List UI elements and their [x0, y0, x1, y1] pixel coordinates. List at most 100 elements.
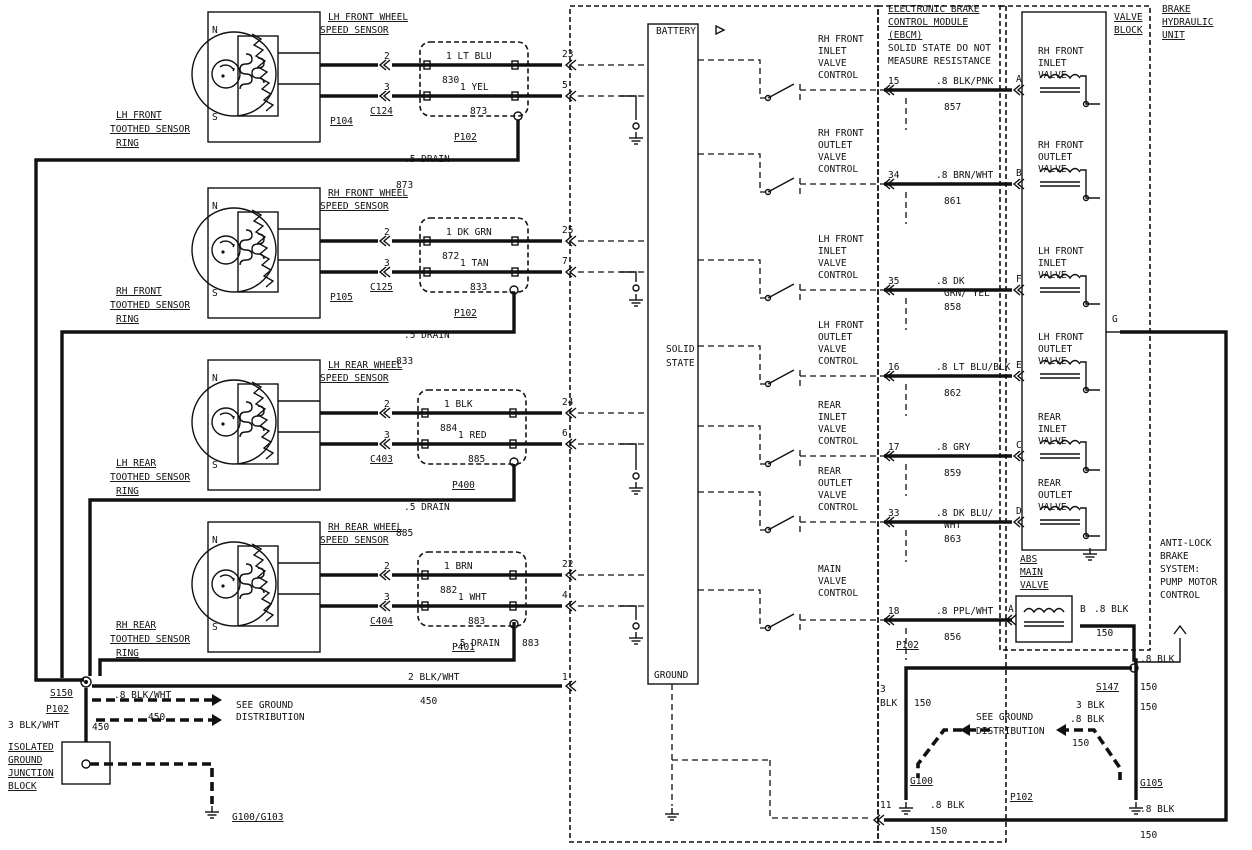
splice-s147	[1129, 663, 1139, 673]
valve-control-label: REAR	[818, 466, 841, 477]
hyd-g-label: G	[1112, 314, 1118, 325]
valve-wire-color: .8 DK	[936, 276, 965, 287]
valve-block-label: RH FRONT	[1038, 46, 1084, 57]
circuit-150b-label: 150	[1140, 702, 1157, 713]
ebcm-title: (EBCM)	[888, 30, 922, 41]
isolated-ground-label: JUNCTION	[8, 768, 54, 779]
pump-motor-label: ANTI-LOCK	[1160, 538, 1212, 549]
isolated-ground-label: GROUND	[8, 755, 43, 766]
pump-motor-label: SYSTEM:	[1160, 564, 1200, 575]
ebcm-pin-2: 7	[562, 256, 568, 267]
valve-block-letter: A	[1008, 604, 1014, 615]
valve-wire-color: .8 BLK/PNK	[936, 76, 993, 87]
blk-3-label: 3 BLK	[1076, 700, 1105, 711]
drain-circuit: 873	[396, 180, 413, 191]
valve-block-letter: D	[1016, 506, 1022, 517]
circuit-450b-label: 450	[92, 722, 109, 733]
valve-control-label: RH FRONT	[818, 128, 864, 139]
pin-s-label: S	[212, 288, 218, 299]
pump-motor-label: PUMP MOTOR	[1160, 577, 1217, 588]
valve-wire-color: .8 BRN/WHT	[936, 170, 993, 181]
circuit-2: 883	[468, 616, 485, 627]
circuit-2: 885	[468, 454, 485, 465]
ring-label-1: LH FRONT	[116, 110, 162, 121]
valve-block-letter: A	[1016, 74, 1022, 85]
pconn-label: P104	[330, 116, 353, 127]
pin-n-label: N	[212, 535, 218, 546]
ebcm-pin-2: 4	[562, 590, 568, 601]
p102-label: P102	[46, 704, 69, 715]
pump-motor-label: CONTROL	[1160, 590, 1200, 601]
pin-s-label: S	[212, 622, 218, 633]
ebcm-valve-pin: 18	[888, 606, 900, 617]
pin-3-label: 3	[384, 258, 390, 269]
battery-arrow-icon	[715, 24, 726, 36]
connector-label: C124	[370, 106, 393, 117]
s147-label: S147	[1096, 682, 1119, 693]
valve-block-letter: F	[1016, 274, 1022, 285]
see-ground-label-4: DISTRIBUTION	[976, 726, 1045, 737]
valve-block-label: OUTLET	[1038, 490, 1073, 501]
pconn-label: P105	[330, 292, 353, 303]
p-connector-label: P102	[454, 132, 477, 143]
isolated-ground-junction-block	[61, 741, 111, 785]
pin-3-label: 3	[384, 592, 390, 603]
ebcm-pin-1: 25	[562, 225, 573, 236]
valve-block-label: LH FRONT	[1038, 246, 1084, 257]
valve-control-label: LH FRONT	[818, 320, 864, 331]
valve-circuit: 857	[944, 102, 961, 113]
valve-wire-color: .8 LT BLU/BLK	[936, 362, 1011, 373]
valve-block-label: REAR	[1038, 478, 1061, 489]
ebcm-valve-pin: 34	[888, 170, 900, 181]
connector-label: C125	[370, 282, 393, 293]
circuit-150a-label: 150	[1140, 682, 1157, 693]
valve-block-label: VALVE	[1038, 436, 1067, 447]
circuit-2: 873	[470, 106, 487, 117]
drain-label: .5 DRAIN	[404, 154, 450, 165]
hyd-title: HYDRAULIC	[1162, 17, 1213, 28]
valve-block-label: OUTLET	[1038, 344, 1073, 355]
valve-block-title: VALVE	[1114, 12, 1143, 23]
ebcm-pin-2: 6	[562, 428, 568, 439]
drain-circuit: 883	[522, 638, 539, 649]
valve-wires	[698, 59, 1100, 660]
valve-control-label: VALVE	[818, 490, 847, 501]
pin-n-label: N	[212, 373, 218, 384]
see-ground-label-2: DISTRIBUTION	[236, 712, 305, 723]
valve-control-label: VALVE	[818, 258, 847, 269]
valve-wire-color-2: WHT	[944, 520, 961, 531]
drain-circuit: 833	[396, 356, 413, 367]
valve-control-label: CONTROL	[818, 436, 858, 447]
valve-control-label: RH FRONT	[818, 34, 864, 45]
valve-block-label: VALVE	[1038, 270, 1067, 281]
wire-2-blk-wht-label: 2 BLK/WHT	[408, 672, 460, 683]
valve-control-label: INLET	[818, 412, 847, 423]
sensor-title2: SPEED SENSOR	[320, 535, 389, 546]
valve-control-label: CONTROL	[818, 356, 858, 367]
wire-color-2: 1 YEL	[460, 82, 489, 93]
hyd-title: BRAKE	[1162, 4, 1191, 15]
see-ground-label-1: SEE GROUND	[236, 700, 293, 711]
pin-2-label: 2	[384, 561, 390, 572]
valve-block-label: LH FRONT	[1038, 332, 1084, 343]
drain-label: .5 DRAIN	[404, 502, 450, 513]
s150-label: S150	[50, 688, 73, 699]
drain-label: .5 DRAIN	[404, 330, 450, 341]
ring-label-3: RING	[116, 314, 139, 325]
ebcm-outer-box	[569, 5, 879, 843]
sensor-title: LH REAR WHEEL	[328, 360, 403, 371]
pin-2-label: 2	[384, 399, 390, 410]
see-ground-label-3: SEE GROUND	[976, 712, 1033, 723]
ring-label-3: RING	[116, 648, 139, 659]
valve-block-label: INLET	[1038, 258, 1067, 269]
wire-blk-wht-label: .8 BLK/WHT	[114, 690, 171, 701]
ring-label-2: TOOTHED SENSOR	[110, 472, 190, 483]
drain-wire-883	[98, 622, 516, 676]
valve-control-label: LH FRONT	[818, 234, 864, 245]
circuit-150d-label: 150	[1140, 830, 1157, 841]
connector-label: C403	[370, 454, 393, 465]
valve-circuit: 862	[944, 388, 961, 399]
valve-control-label: CONTROL	[818, 164, 858, 175]
ring-label-2: TOOTHED SENSOR	[110, 124, 190, 135]
